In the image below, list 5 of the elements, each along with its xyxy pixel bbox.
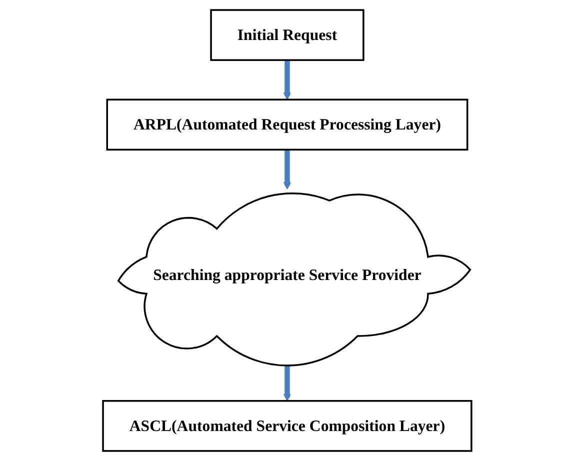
arrow — [283, 150, 291, 190]
node-box: ASCL(Automated Service Composition Layer) — [102, 400, 472, 452]
node-box: Initial Request — [210, 9, 364, 61]
node-box: ARPL(Automated Request Processing Layer) — [106, 98, 468, 151]
arrow — [283, 60, 291, 100]
